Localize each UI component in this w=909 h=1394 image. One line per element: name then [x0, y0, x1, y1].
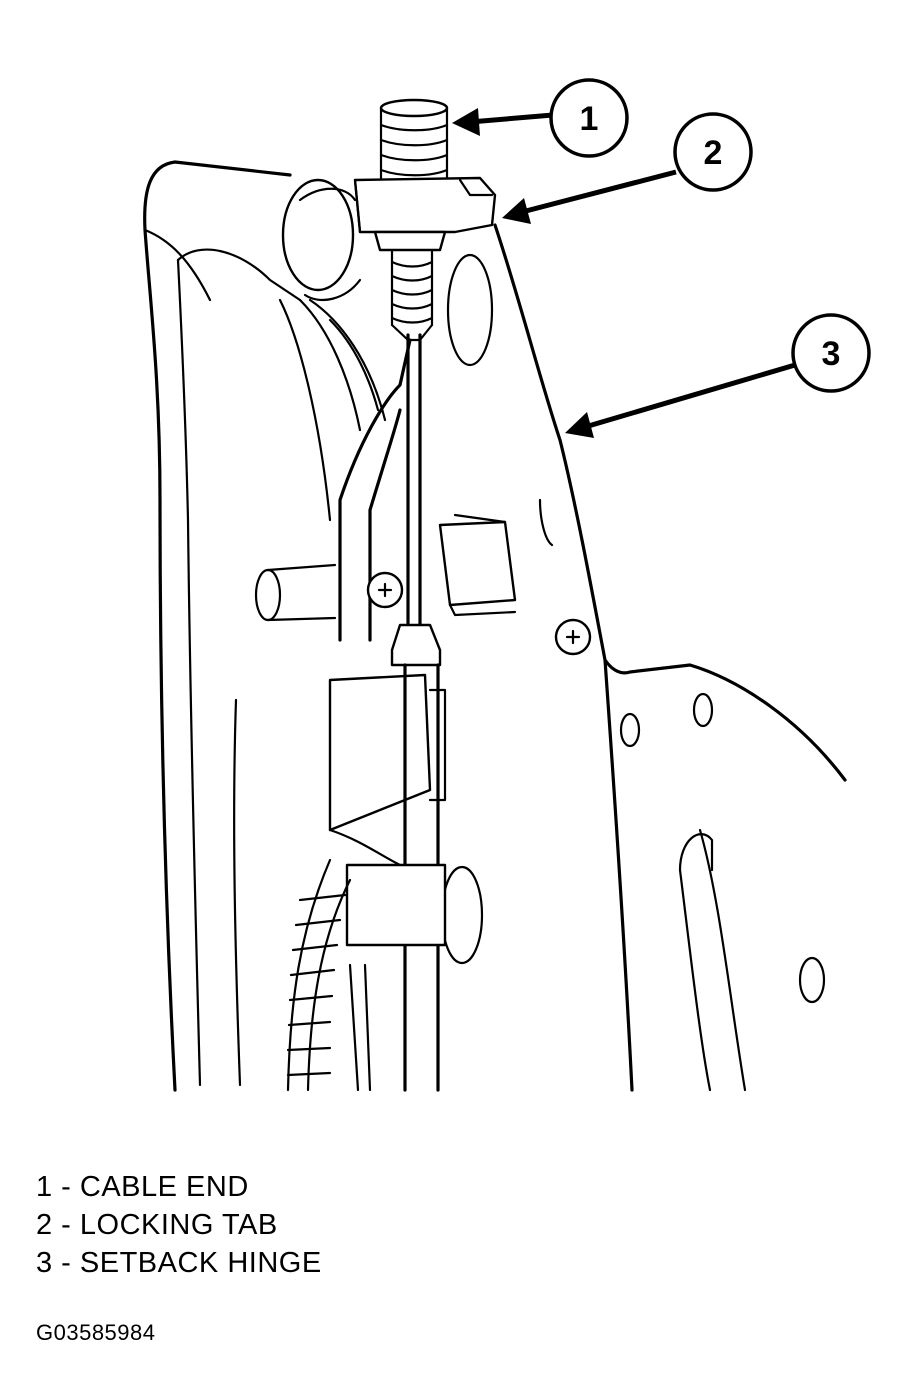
callout-3: 3 — [565, 313, 871, 438]
threaded-stud — [390, 248, 434, 342]
callout-3-number: 3 — [822, 335, 841, 373]
recliner-spring — [286, 858, 372, 1092]
legend-item-locking-tab: 2 - LOCKING TAB — [36, 1209, 278, 1241]
setback-hinge-illustration: 1 2 3 — [143, 78, 871, 1092]
callout-1-number: 1 — [580, 100, 599, 138]
locking-tab — [353, 176, 497, 252]
mounting-bolts — [366, 571, 592, 656]
setback-hinge-plate — [440, 223, 847, 1092]
legend-item-setback-hinge: 3 - SETBACK HINGE — [36, 1247, 322, 1279]
legend: 1 - CABLE END 2 - LOCKING TAB 3 - SETBAC… — [36, 1168, 322, 1282]
pivot-bushing — [281, 178, 362, 302]
cable-end — [379, 98, 449, 182]
legend-item-cable-end: 1 - CABLE END — [36, 1171, 249, 1203]
callout-2: 2 — [502, 112, 753, 224]
callout-2-number: 2 — [704, 134, 723, 172]
figure-id: G03585984 — [36, 1320, 156, 1345]
release-cable — [345, 333, 447, 1092]
callout-1: 1 — [452, 78, 629, 158]
seat-back-frame — [143, 160, 387, 1092]
stub-rod — [254, 563, 337, 622]
plate-clip — [438, 513, 517, 617]
